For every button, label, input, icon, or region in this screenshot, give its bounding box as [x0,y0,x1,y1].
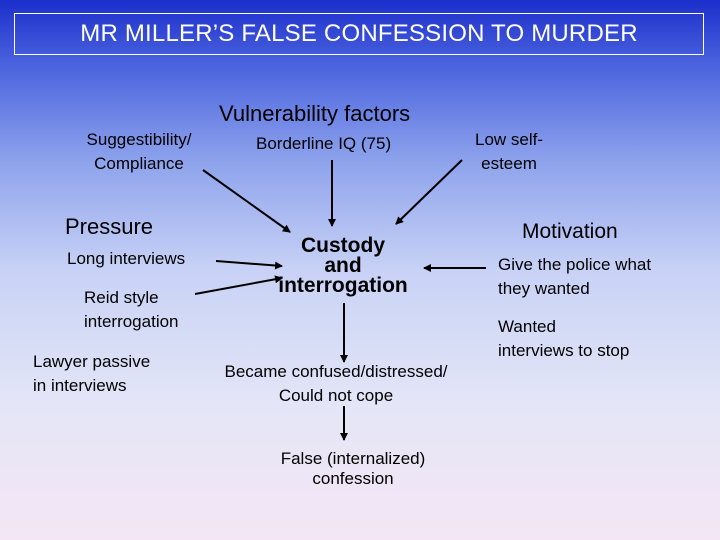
title-box: MR MILLER’S FALSE CONFESSION TO MURDER [14,13,704,55]
page-title: MR MILLER’S FALSE CONFESSION TO MURDER [80,20,638,47]
confused-distressed-node: Became confused/distressed/ Could not co… [200,360,472,408]
reid-line-2: interrogation [84,312,179,331]
false-confession-line-1: False (internalized) [280,449,426,468]
confused-line-1: Became confused/distressed/ [224,362,448,381]
reid-interrogation-label: Reid style interrogation [84,286,179,334]
low-self-esteem-line-2: esteem [481,154,537,173]
arrow-suggestibility-to-custody [202,169,291,233]
low-self-esteem-label: Low self- esteem [462,128,556,176]
suggestibility-line-2: Compliance [94,154,184,173]
vulnerability-heading: Vulnerability factors [219,101,411,126]
custody-line-1: Custody [301,234,385,257]
suggestibility-line-1: Suggestibility/ [86,130,192,149]
give-police-line-1: Give the police what [498,255,652,274]
custody-line-3: interrogation [278,274,408,297]
wanted-stop-line-1: Wanted [498,317,556,336]
long-interviews-label: Long interviews [67,249,186,268]
false-confession-line-2: confession [312,469,394,488]
low-self-esteem-line-1: Low self- [474,130,544,149]
arrow-low-self-esteem-to-custody [395,159,463,225]
reid-line-1: Reid style [84,288,159,307]
lawyer-line-2: in interviews [33,376,127,395]
motivation-heading: Motivation [522,220,618,243]
borderline-iq-label: Borderline IQ (75) [256,134,392,153]
confused-line-2: Could not cope [278,386,394,405]
custody-line-2: and [324,254,362,277]
pressure-heading: Pressure [65,214,154,239]
arrow-long-interviews-to-custody [215,260,283,270]
false-confession-node: False (internalized) confession [258,449,448,489]
custody-interrogation-node: Custody and interrogation [268,234,418,297]
lawyer-line-1: Lawyer passive [33,352,151,371]
arrow-reid-to-custody [194,275,283,295]
wanted-stop-line-2: interviews to stop [498,341,630,360]
suggestibility-label: Suggestibility/ Compliance [70,128,208,176]
give-police-label: Give the police what they wanted [498,253,651,301]
wanted-stop-label: Wanted interviews to stop [498,315,629,363]
lawyer-passive-label: Lawyer passive in interviews [33,350,150,398]
give-police-line-2: they wanted [498,279,590,298]
